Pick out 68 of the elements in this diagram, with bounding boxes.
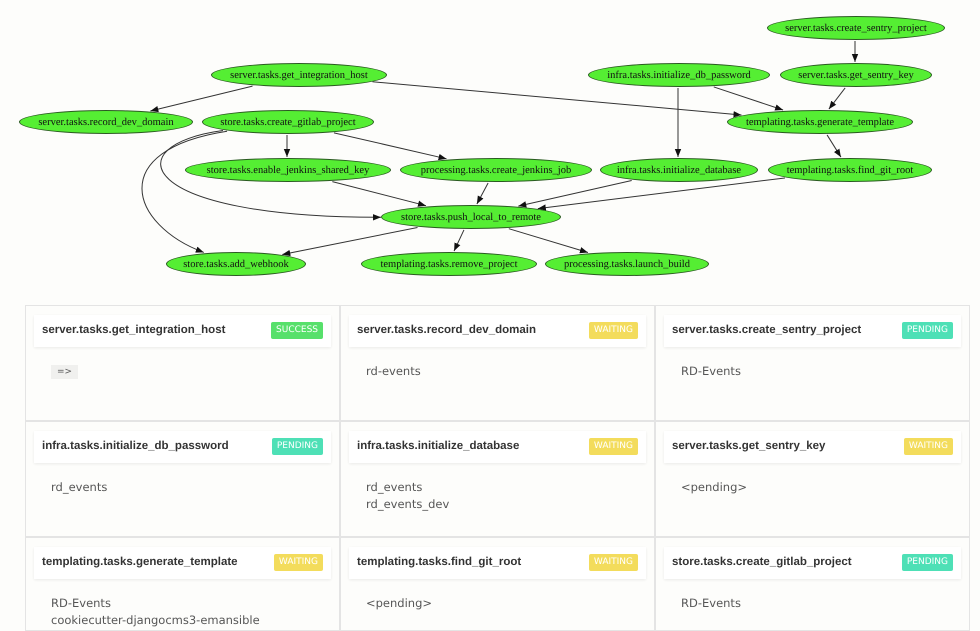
arrow — [828, 87, 846, 110]
result-text: rd-events — [366, 364, 421, 378]
result-text: rd_events_dev — [366, 497, 450, 511]
task-ellipse: store.tasks.create_gitlab_project — [202, 110, 374, 134]
task-card — [25, 421, 340, 537]
status-badge: WAITING — [588, 438, 638, 455]
arrow — [713, 86, 784, 111]
result-text: RD-Events — [681, 596, 741, 610]
task-card — [340, 537, 655, 631]
status-badge: PENDING — [902, 554, 953, 571]
task-ellipse: templating.tasks.generate_template — [727, 110, 913, 134]
task-card — [340, 305, 655, 421]
arrow — [476, 182, 489, 205]
status-badge: WAITING — [904, 438, 953, 455]
task-ellipse: store.tasks.add_webhook — [166, 252, 306, 276]
result-text: rd_events — [51, 480, 108, 494]
task-name: templating.tasks.find_git_root — [357, 556, 522, 568]
status-badge: WAITING — [274, 554, 323, 571]
result-text: RD-Events — [51, 596, 111, 610]
arrow — [537, 177, 786, 211]
task-card — [340, 421, 655, 537]
task-ellipse: infra.tasks.initialize_database — [600, 158, 758, 182]
task-name: store.tasks.create_gitlab_project — [672, 556, 852, 568]
task-ellipse: server.tasks.get_integration_host — [211, 63, 387, 87]
arrow — [508, 228, 588, 254]
task-name: templating.tasks.generate_template — [42, 556, 238, 568]
task-ellipse: store.tasks.enable_jenkins_shared_key — [185, 158, 391, 182]
arrow — [852, 40, 858, 62]
arrow — [284, 134, 290, 158]
result-text: <pending> — [366, 596, 432, 610]
task-card — [25, 305, 340, 421]
status-badge: PENDING — [272, 438, 323, 455]
status-badge: SUCCESS — [271, 322, 323, 339]
task-name: infra.tasks.initialize_db_password — [42, 440, 229, 452]
task-card — [655, 305, 970, 421]
prompt-chip: => — [51, 365, 78, 379]
task-name: server.tasks.get_integration_host — [42, 324, 226, 336]
task-name: server.tasks.record_dev_domain — [357, 324, 536, 336]
status-badge: WAITING — [588, 554, 638, 571]
task-ellipse: templating.tasks.remove_project — [361, 252, 537, 276]
arrow — [454, 229, 464, 252]
arrow — [372, 81, 742, 118]
task-ellipse: store.tasks.push_local_to_remote — [381, 205, 561, 229]
result-text: <pending> — [681, 480, 748, 494]
result-text: rd_events — [366, 480, 422, 494]
result-text: cookiecutter-djangocms3-emansible — [51, 613, 260, 627]
task-card — [655, 537, 970, 631]
task-ellipse: server.tasks.get_sentry_key — [780, 63, 932, 87]
arrow — [674, 88, 682, 158]
arrow — [160, 130, 382, 220]
task-card — [25, 537, 340, 631]
task-ellipse: server.tasks.record_dev_domain — [19, 110, 193, 134]
task-ellipse: infra.tasks.initialize_db_password — [588, 63, 770, 87]
status-badge: PENDING — [902, 322, 953, 339]
arrow — [150, 86, 253, 112]
arrow — [826, 134, 842, 158]
task-ellipse: processing.tasks.launch_build — [545, 252, 709, 276]
task-name: server.tasks.create_sentry_project — [672, 324, 862, 336]
task-ellipse: server.tasks.create_sentry_project — [767, 16, 945, 40]
arrow — [332, 181, 426, 207]
arrow — [141, 130, 228, 253]
task-ellipse: processing.tasks.create_jenkins_job — [400, 158, 592, 182]
task-name: server.tasks.get_sentry_key — [672, 440, 826, 452]
task-card — [655, 421, 970, 537]
result-text: RD-Events — [681, 364, 741, 378]
task-ellipse: templating.tasks.find_git_root — [768, 158, 932, 182]
status-badge: WAITING — [588, 322, 638, 339]
task-name: infra.tasks.initialize_database — [357, 440, 520, 452]
